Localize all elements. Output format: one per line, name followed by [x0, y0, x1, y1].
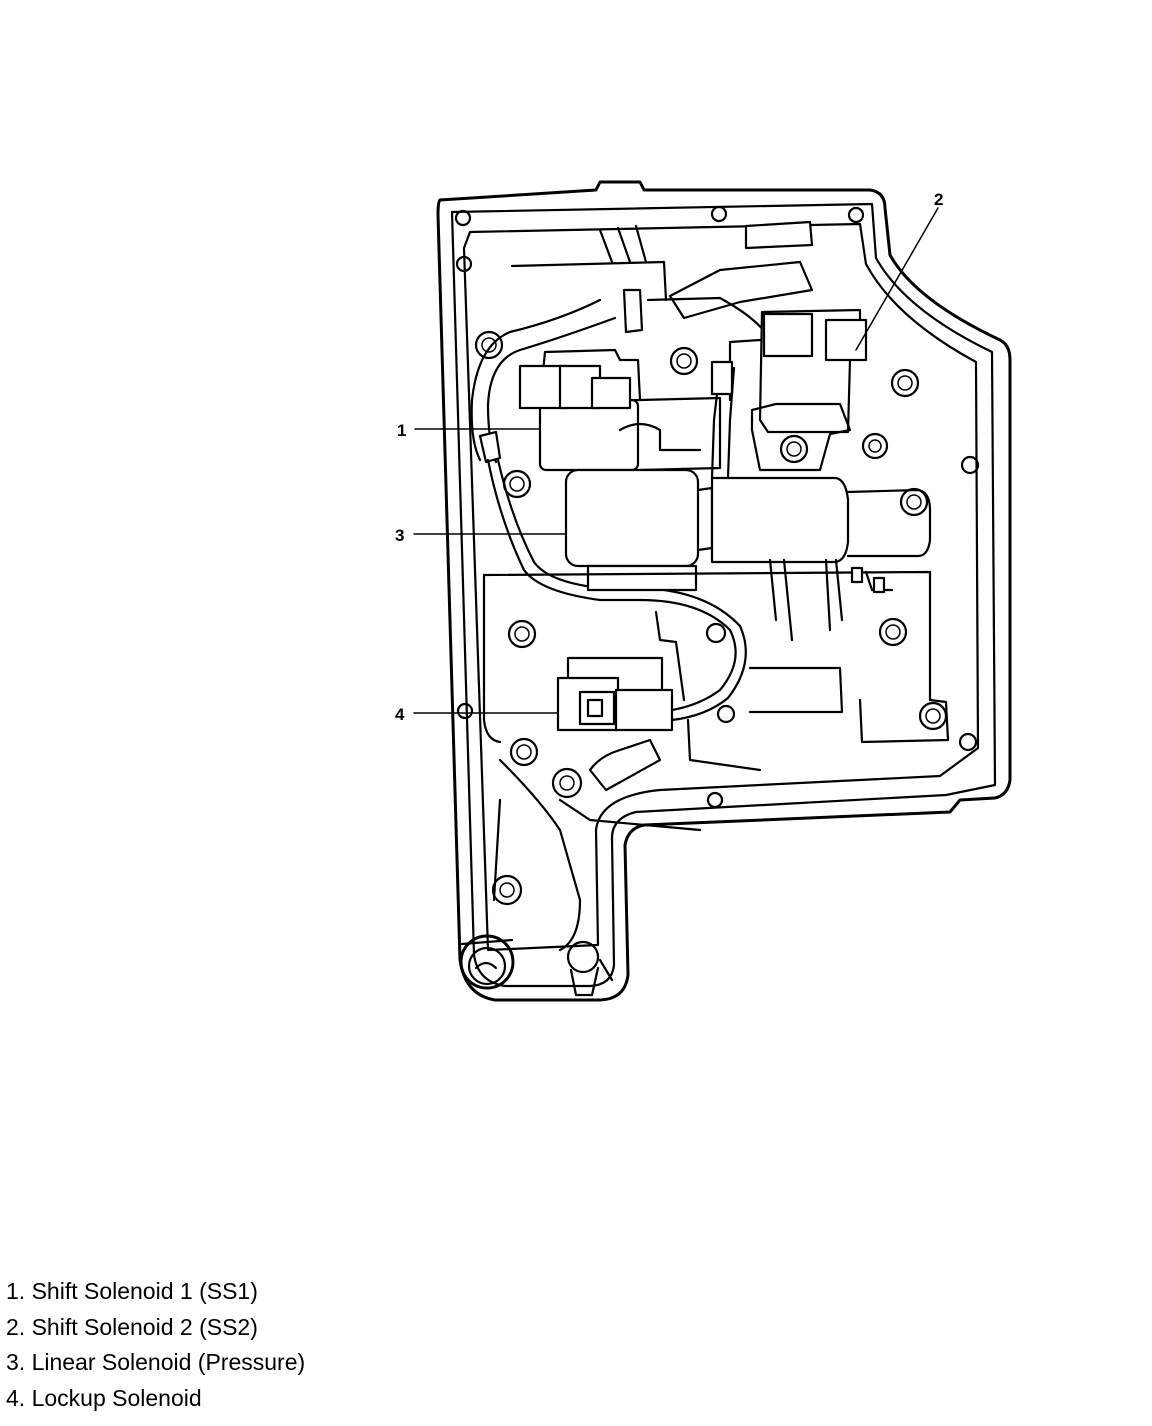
- legend-item-1: 1. Shift Solenoid 1 (SS1): [6, 1278, 258, 1304]
- valve-body-details: [482, 422, 950, 982]
- callout-2: 2: [934, 190, 943, 209]
- callout-3: 3: [395, 526, 404, 545]
- leader-lines: [413, 207, 939, 714]
- lockup-solenoid: [556, 656, 674, 732]
- drain-plug: [459, 934, 515, 990]
- bolts: [474, 330, 948, 997]
- legend-item-3: 3. Linear Solenoid (Pressure): [6, 1349, 306, 1375]
- legend-item-4: 4. Lockup Solenoid: [6, 1384, 202, 1411]
- callout-numbers: 1 2 3 4: [395, 190, 943, 724]
- shift-solenoid-2: [728, 308, 868, 472]
- mounting-holes: [454, 205, 980, 809]
- wiring-harness: [470, 220, 814, 722]
- callout-4: 4: [395, 705, 405, 724]
- linear-solenoid: [564, 360, 932, 642]
- shift-solenoid-1: [518, 348, 722, 472]
- legend: 1. Shift Solenoid 1 (SS1) 2. Shift Solen…: [6, 1274, 305, 1416]
- legend-item-2: 2. Shift Solenoid 2 (SS2): [6, 1313, 258, 1340]
- leader-line-2: [855, 207, 939, 351]
- callout-1: 1: [397, 421, 406, 440]
